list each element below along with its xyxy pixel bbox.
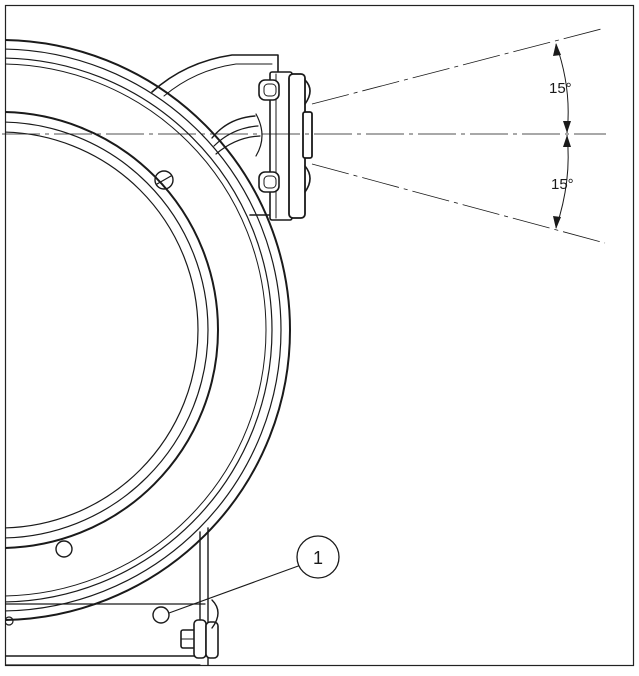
arrow-lower-top	[563, 135, 571, 147]
ring-screw-slot	[156, 175, 172, 185]
clamp-top	[258, 79, 280, 101]
arrow-upper-bottom	[563, 121, 571, 133]
angle-label-upper: 15°	[549, 80, 572, 97]
cable-hose-3	[215, 135, 261, 155]
arrow-lower-bottom	[553, 216, 561, 229]
mounting-hole-left	[55, 540, 73, 558]
sensor-bracket-arm-inner	[163, 63, 273, 97]
callout-balloon	[296, 535, 340, 579]
sensor-lens	[302, 111, 313, 159]
mounting-hole-callout	[152, 606, 170, 624]
callout-number: 1	[313, 548, 323, 568]
housing-ring-4	[5, 63, 267, 597]
housing-inner-ring-3	[5, 131, 199, 529]
housing-outer-ring	[5, 39, 291, 621]
callout-leader	[168, 564, 302, 614]
housing-inner-ring-2	[5, 121, 209, 539]
angle-label-lower: 15°	[551, 176, 574, 193]
housing-inner-ring	[5, 111, 219, 549]
housing-ring-2	[5, 48, 282, 612]
beam-lower-limit	[311, 163, 606, 244]
clamp-bottom	[258, 171, 280, 193]
mounting-hole-edge	[5, 616, 14, 626]
clamp-bottom-inner	[263, 175, 277, 189]
sensor-bracket-arm	[151, 54, 279, 216]
ring-screw	[154, 170, 174, 190]
base-hook	[211, 599, 219, 629]
beam-upper-limit	[311, 27, 606, 105]
sensor-cap-bottom	[304, 165, 311, 193]
base-clamp	[193, 619, 207, 659]
base-clamp-2	[205, 621, 219, 659]
cable-hose	[211, 115, 256, 139]
arrow-upper-top	[553, 43, 561, 56]
bracket-mid	[255, 113, 263, 157]
housing-ring-3	[5, 57, 273, 603]
clamp-top-inner	[263, 83, 277, 97]
cable-hose-2	[213, 125, 259, 147]
sensor-cap-top	[304, 79, 311, 105]
